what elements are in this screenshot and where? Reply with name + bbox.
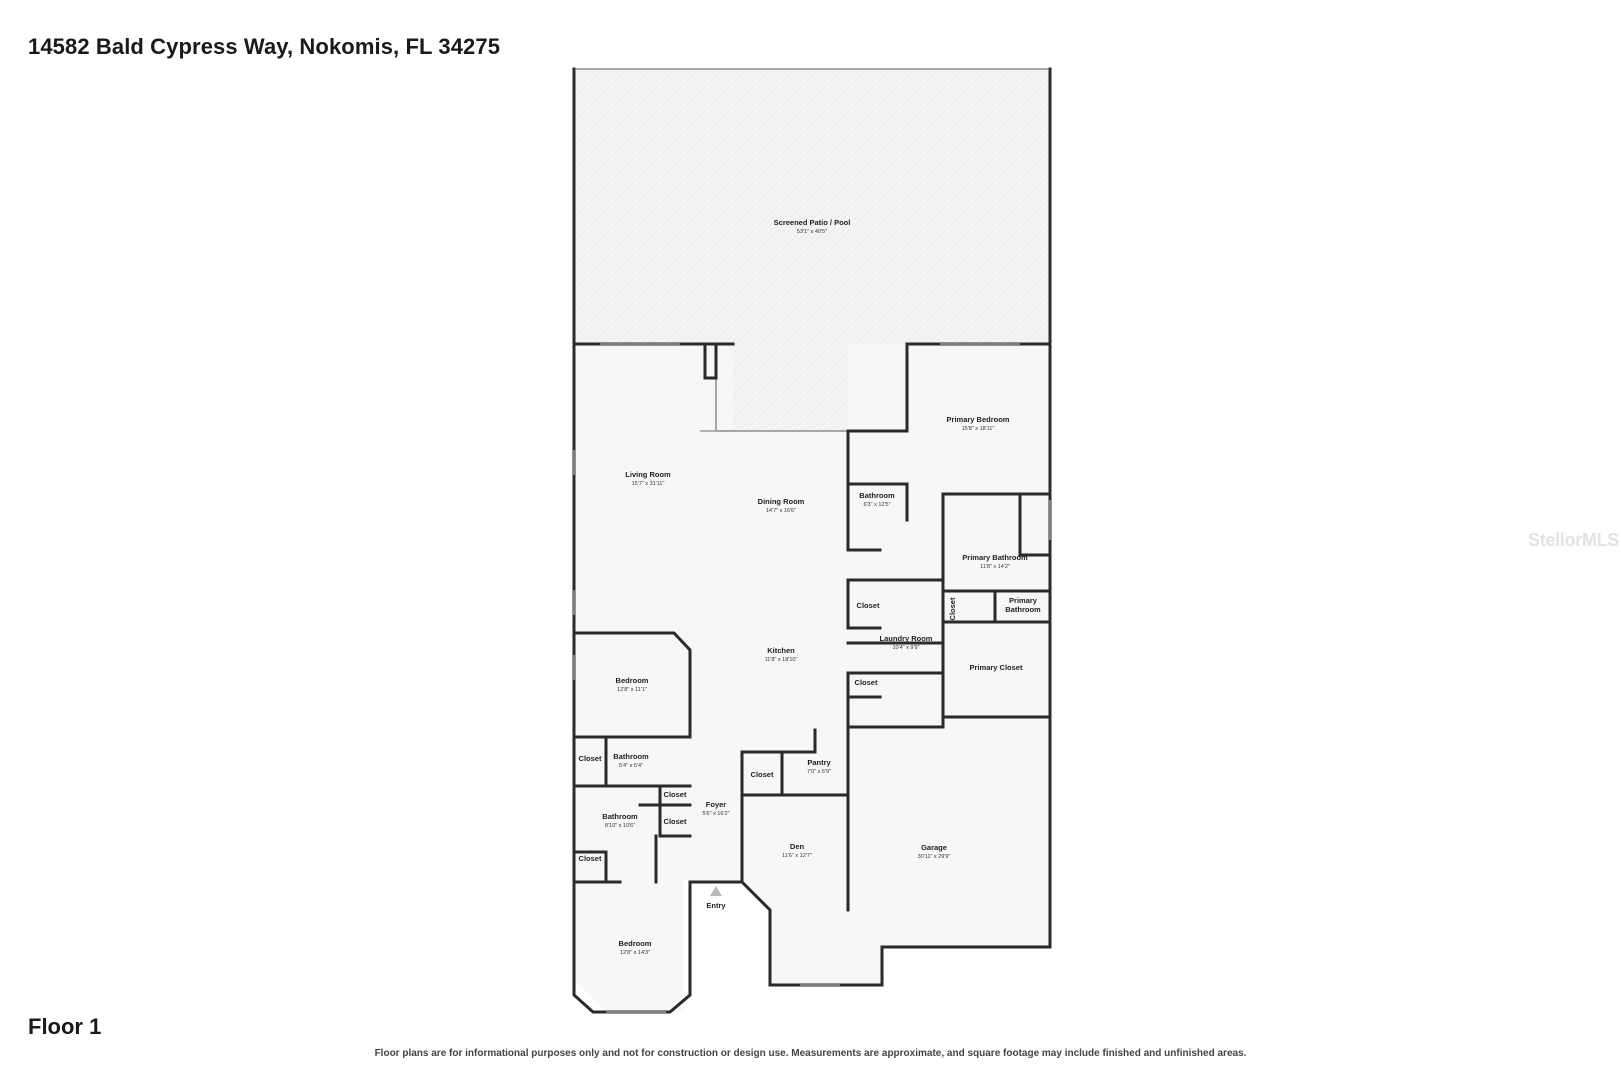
room-name-closet-hall-2: Closet [664,817,687,826]
room-name-closet-vertical: Closet [948,597,957,620]
room-name-foyer: Foyer [706,800,727,809]
room-labels: Screened Patio / Pool 53'1" x 40'5" Livi… [579,218,1041,956]
room-name-bath-mid: Bathroom [859,491,895,500]
room-name-closet-b1: Closet [579,754,602,763]
room-name-entry: Entry [706,901,726,910]
room-dims-foyer: 5'6" x 16'2" [702,811,729,817]
room-dims-living: 15'7" x 31'11" [632,481,665,487]
room-name-pantry: Pantry [807,758,831,767]
room-name-primary-bath-small-2: Bathroom [1005,605,1041,614]
room-dims-dining: 14'7" x 16'6" [766,508,796,514]
room-name-primary-bath: Primary Bathroom [962,553,1028,562]
room-dims-bedroom-1: 12'8" x 11'1" [617,687,647,693]
room-name-primary-bath-small-1: Primary [1009,596,1038,605]
disclaimer-text: Floor plans are for informational purpos… [374,1048,1247,1059]
room-name-closet-laundry-top: Closet [857,601,880,610]
interior-walls [572,342,1052,912]
floor-label: Floor 1 [28,1014,102,1039]
room-dims-bedroom-2: 12'8" x 14'3" [620,950,650,956]
room-dims-primary-bath: 11'8" x 14'2" [980,564,1010,570]
room-name-dining: Dining Room [758,497,805,506]
room-name-laundry: Laundry Room [880,634,933,643]
room-name-kitchen: Kitchen [767,646,795,655]
house-floor [574,344,1050,1012]
room-dims-bath-small: 5'4" x 5'4" [619,763,643,769]
room-name-garage: Garage [921,843,947,852]
room-name-closet-hall-1: Closet [664,790,687,799]
room-dims-den: 11'6" x 12'7" [782,853,812,859]
room-dims-kitchen: 11'8" x 18'10" [765,657,798,663]
room-name-closet-b2: Closet [579,854,602,863]
room-name-bedroom-2: Bedroom [619,939,652,948]
room-name-living: Living Room [625,470,671,479]
room-name-bedroom-1: Bedroom [616,676,649,685]
room-dims-bath-2: 8'10" x 10'6" [605,823,635,829]
room-name-den: Den [790,842,805,851]
property-address: 14582 Bald Cypress Way, Nokomis, FL 3427… [28,34,501,59]
room-dims-laundry: 10'4" x 9'9" [892,645,919,651]
room-name-primary-closet: Primary Closet [970,663,1023,672]
watermark-logo: StellorMLS [1528,530,1620,550]
room-dims-pantry: 7'0" x 6'9" [807,769,831,775]
room-dims-patio: 53'1" x 40'5" [797,229,827,235]
room-name-patio: Screened Patio / Pool [774,218,851,227]
entry-arrow-icon [710,886,722,896]
room-name-closet-den: Closet [751,770,774,779]
room-name-primary-bed: Primary Bedroom [947,415,1010,424]
room-dims-primary-bed: 15'8" x 18'11" [962,426,995,432]
patio-area [574,69,1050,344]
room-name-bath-small: Bathroom [613,752,649,761]
windows [573,343,1051,1013]
room-name-bath-2: Bathroom [602,812,638,821]
room-dims-bath-mid: 6'3" x 12'5" [863,502,890,508]
room-dims-garage: 30'11" x 29'9" [918,854,951,860]
room-name-closet-laundry-bottom: Closet [855,678,878,687]
